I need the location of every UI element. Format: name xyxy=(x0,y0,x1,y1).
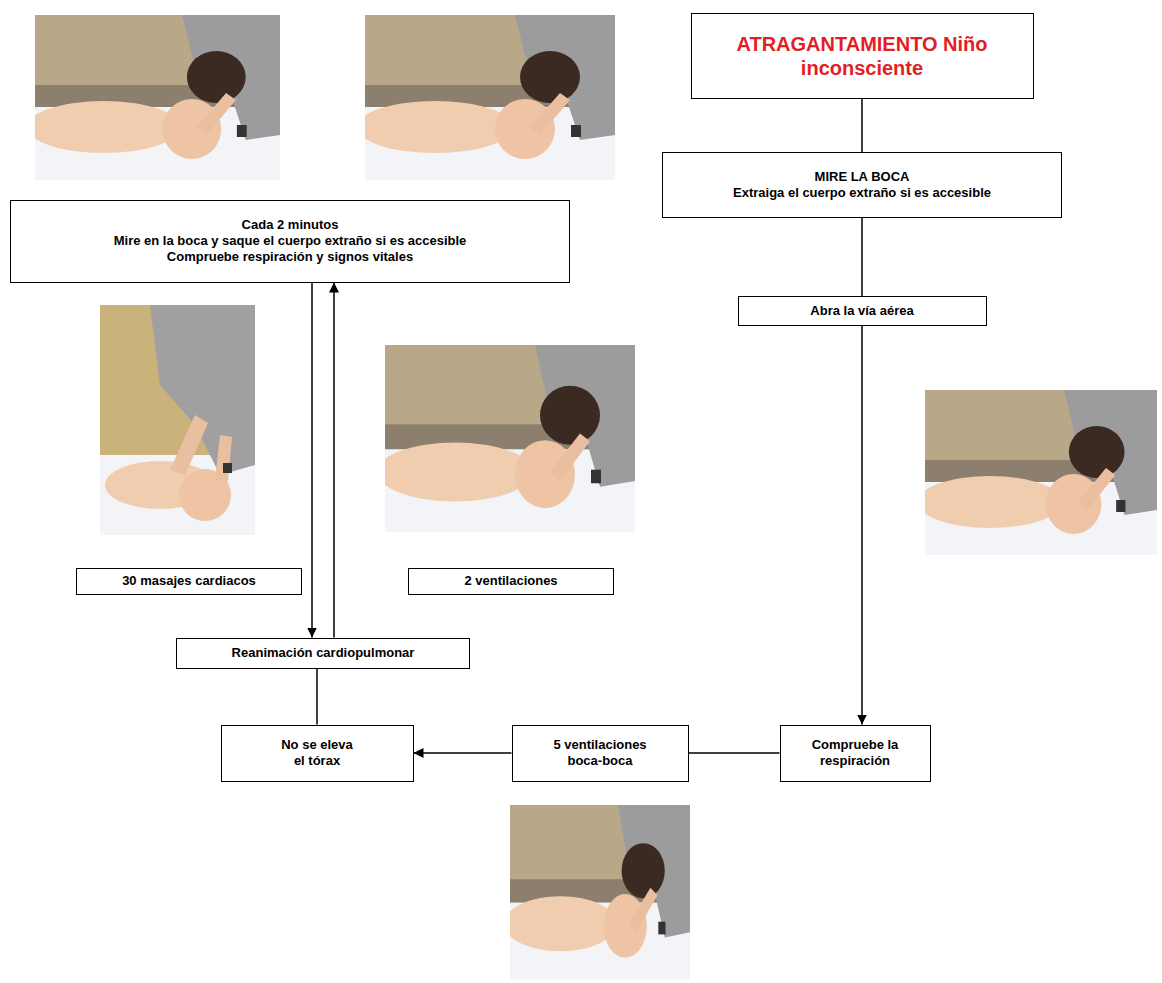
box-text: Reanimación cardiopulmonar xyxy=(232,645,415,661)
start-box: ATRAGANTAMIENTO Niño inconsciente xyxy=(691,13,1034,99)
box-text: Abra la vía aérea xyxy=(810,303,913,319)
condition-box: No se eleva el tórax xyxy=(221,725,414,782)
box-text: 2 ventilaciones xyxy=(464,573,557,589)
box-text: Cada 2 minutos xyxy=(242,217,339,233)
flow-connector xyxy=(311,283,313,638)
flow-connector xyxy=(861,218,863,296)
loop-box: Cada 2 minutosMire en la boca y saque el… xyxy=(10,200,570,283)
process-box: Reanimación cardiopulmonar xyxy=(176,638,470,669)
box-text: Mire en la boca y saque el cuerpo extrañ… xyxy=(114,233,467,249)
photo-check-mouth xyxy=(918,390,1157,555)
photo-check-mouth xyxy=(27,15,280,180)
process-box: Abra la vía aérea xyxy=(738,296,987,326)
box-text: No se eleva el tórax xyxy=(275,737,360,770)
caption-box: 2 ventilaciones xyxy=(408,568,614,595)
flow-connector xyxy=(861,326,863,725)
process-box: Compruebe la respiración xyxy=(780,725,931,782)
box-text: 30 masajes cardiacos xyxy=(122,573,256,589)
flow-connector xyxy=(333,283,335,638)
box-text: 5 ventilaciones boca-boca xyxy=(540,737,660,770)
box-text: Compruebe la respiración xyxy=(805,737,905,770)
box-text: MIRE LA BOCA xyxy=(815,169,910,185)
box-text: Compruebe respiración y signos vitales xyxy=(167,249,413,265)
flow-connector xyxy=(689,752,780,754)
flow-connector xyxy=(414,752,512,754)
process-box: MIRE LA BOCAExtraiga el cuerpo extraño s… xyxy=(662,152,1062,218)
box-text: Extraiga el cuerpo extraño si es accesib… xyxy=(733,185,991,201)
caption-box: 30 masajes cardiacos xyxy=(76,568,302,595)
photo-open-airway xyxy=(357,15,615,180)
photo-rescue-breaths xyxy=(504,805,690,980)
title-text: ATRAGANTAMIENTO Niño inconsciente xyxy=(732,32,992,80)
photo-ventilation xyxy=(377,345,635,532)
flow-connector xyxy=(316,669,318,725)
photo-compressions xyxy=(100,305,255,535)
flow-connector xyxy=(861,99,863,152)
process-box: 5 ventilaciones boca-boca xyxy=(512,725,689,782)
